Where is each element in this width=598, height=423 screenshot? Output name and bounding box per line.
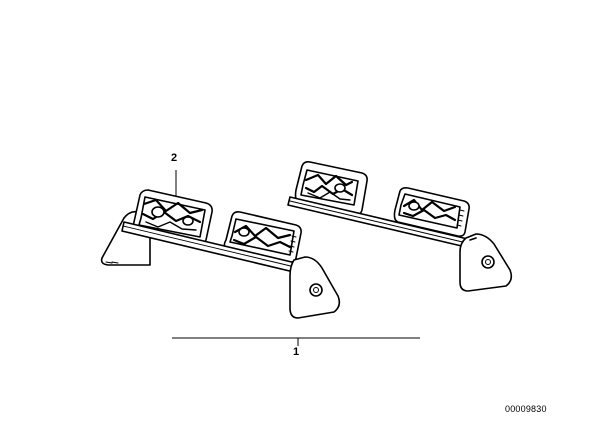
rear-right-foot	[459, 233, 513, 292]
front-ski-rack-assembly	[100, 189, 341, 319]
rear-left-ski-holder	[294, 161, 368, 215]
part-number: 00009830	[505, 404, 547, 414]
front-right-foot	[289, 256, 341, 319]
front-right-ski-holder	[223, 211, 302, 263]
rear-ski-rack-assembly	[287, 161, 513, 292]
rear-right-ski-holder	[393, 187, 470, 237]
leader-lines	[172, 170, 420, 346]
callout-label-2: 2	[171, 152, 178, 164]
callout-label-1: 1	[293, 346, 300, 358]
